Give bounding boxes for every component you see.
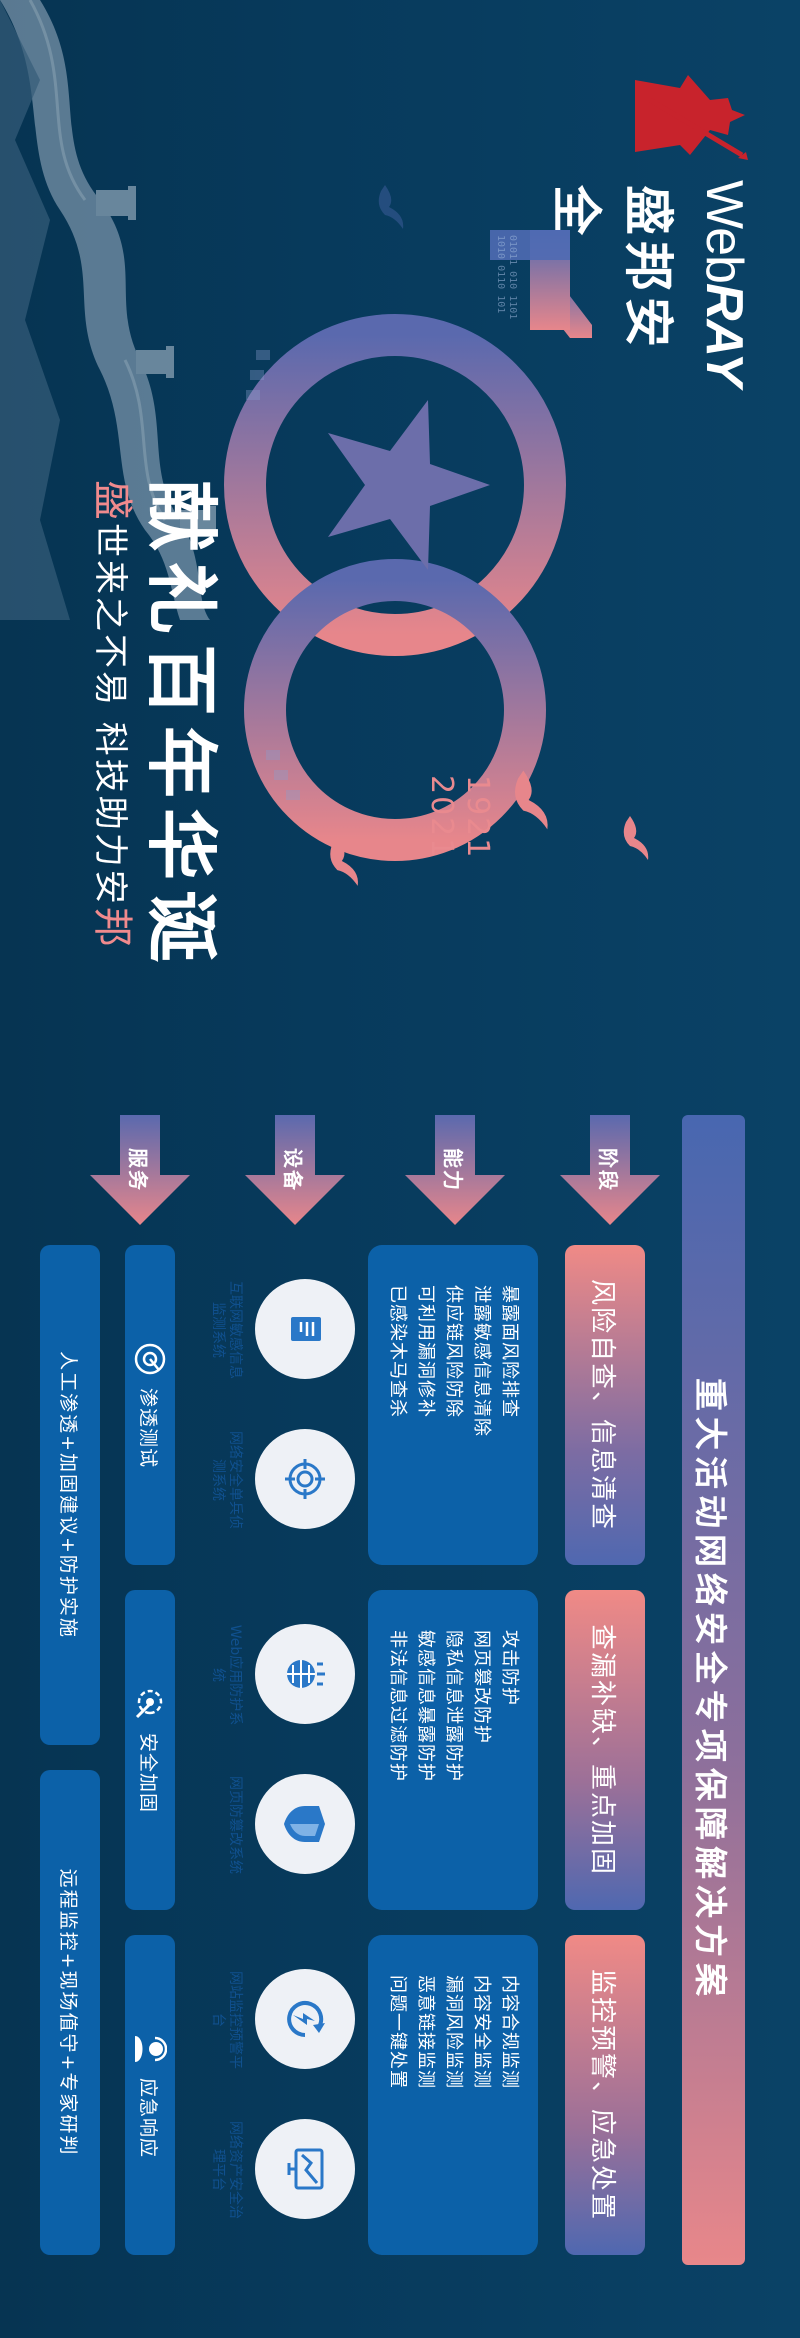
device-card: [245, 1425, 355, 1535]
chevron-down-icon: [245, 1115, 345, 1225]
logo-wordmark: WebRAY: [695, 180, 753, 386]
dove-icon: [378, 185, 404, 229]
document-list-icon: [255, 1279, 355, 1379]
capability-list: 攻击防护网页篡改防护隐私信息泄露防护敏感信息暴露防护非法信息过滤防护: [368, 1590, 538, 1910]
scan-icon: [134, 1343, 166, 1375]
service-plan-box: 远程监控+现场值守+专家研判: [40, 1770, 100, 2255]
warrior-logo-icon: [635, 75, 748, 160]
refresh-bolt-icon: [255, 1969, 355, 2069]
device-name: 网页防篡改系统: [227, 1776, 243, 1874]
target-icon: [255, 1429, 355, 1529]
stage-fix-reinforce: 查漏补缺、重点加固: [565, 1590, 645, 1910]
device-group: 互联网敏感信息监测系统 网络安全单兵侦测系统: [210, 1245, 355, 1565]
capability-list: 内容合规监测内容安全监测漏洞风险监测恶意链接监测问题一键处置: [368, 1935, 538, 2255]
hero-subtitle: 盛世来之不易 科技助力安邦: [89, 480, 135, 950]
capability-list: 暴露面风险排查泄露敏感信息清除供应链风险防除可利用漏洞修补已感染木马查杀: [368, 1245, 538, 1565]
person-support-icon: [135, 2035, 167, 2062]
device-card: [245, 1965, 355, 2075]
device-group: 网站监控预警平台 网络资产安全治理平台: [210, 1935, 355, 2255]
device-card: [245, 1620, 355, 1730]
svg-text:01011 010 1101: 01011 010 1101: [507, 235, 518, 319]
row-label-service: 服务: [90, 1115, 190, 1225]
chevron-down-icon: [90, 1115, 190, 1225]
device-name: 网站监控预警平台: [210, 1971, 243, 2069]
solution-title-banner: 重大活动网络安全专项保障解决方案: [682, 1115, 745, 2265]
chevron-down-icon: [560, 1115, 660, 1225]
years-label: 1921 2021: [424, 775, 495, 860]
service-pentest: 渗透测试: [125, 1245, 175, 1565]
device-card: [245, 2115, 355, 2225]
device-name: Web应用防护系统: [210, 1624, 243, 1726]
device-card: [245, 1275, 355, 1385]
chart-monitor-icon: [255, 2119, 355, 2219]
device-card: [245, 1770, 355, 1880]
service-hardening: 安全加固: [125, 1590, 175, 1910]
stage-monitor-respond: 监控预警、应急处置: [565, 1935, 645, 2255]
hero-title: 献礼百年华诞: [139, 480, 223, 973]
dove-icon: [330, 836, 358, 886]
device-group: Web应用防护系统 网页防篡改系统: [210, 1590, 355, 1910]
stage-risk-check: 风险自查、信息清查: [565, 1245, 645, 1565]
great-wall-illustration: [0, 0, 216, 620]
dove-icon: [623, 816, 649, 860]
device-name: 网络安全单兵侦测系统: [210, 1431, 243, 1529]
row-label-device: 设备: [245, 1115, 345, 1225]
brand-logo: WebRAY 盛邦安全: [547, 50, 760, 386]
svg-text:1010 0110 101: 1010 0110 101: [495, 235, 506, 313]
solution-section: 重大活动网络安全专项保障解决方案 阶段 能力 设备 服务 风险自查、信息清查 查…: [0, 1105, 800, 2338]
service-emergency: 应急响应: [125, 1935, 175, 2255]
chevron-down-icon: [405, 1115, 505, 1225]
wrench-gear-icon: [135, 1689, 163, 1719]
dove-icon: [515, 770, 548, 830]
service-plan-box: 人工渗透+加固建议+防护实施: [40, 1245, 100, 1745]
shield-icon: [255, 1774, 355, 1874]
firewall-globe-icon: [255, 1624, 355, 1724]
device-name: 网络资产安全治理平台: [210, 2121, 243, 2219]
device-name: 互联网敏感信息监测系统: [210, 1281, 243, 1379]
row-label-capability: 能力: [405, 1115, 505, 1225]
row-label-stage: 阶段: [560, 1115, 660, 1225]
